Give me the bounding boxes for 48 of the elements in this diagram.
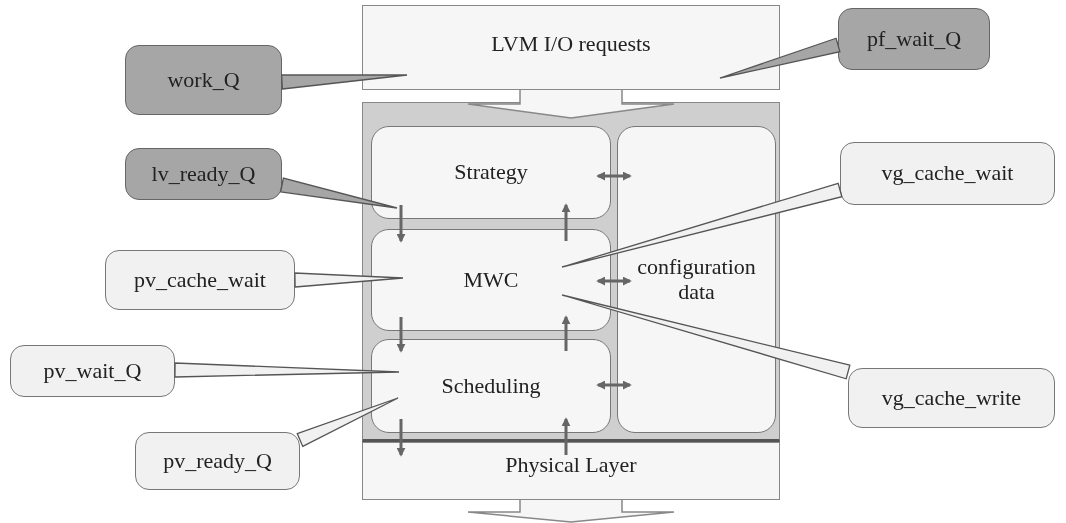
block-arrow <box>467 499 675 523</box>
node-label: Physical Layer <box>504 453 638 478</box>
arrow <box>596 171 632 181</box>
callout-pointer <box>561 182 843 268</box>
node-label: MWC <box>462 267 520 293</box>
callout-box <box>135 432 300 490</box>
node-label: work_Q <box>166 67 241 93</box>
arrow <box>596 276 632 286</box>
node-label: lv_ready_Q <box>150 161 257 187</box>
block-arrow <box>467 89 675 119</box>
node-label: pf_wait_Q <box>865 26 963 52</box>
arrow <box>396 419 406 457</box>
node-label: vg_cache_write <box>880 385 1023 411</box>
callout-pointer <box>294 272 404 288</box>
node-label: Scheduling <box>440 373 542 399</box>
process-box <box>371 339 611 433</box>
queue-callout <box>838 8 990 70</box>
callout-pointer <box>279 177 398 209</box>
arrow <box>596 380 632 390</box>
node-label: pv_cache_wait <box>133 267 267 293</box>
arrow <box>396 205 406 243</box>
node-label: pv_ready_Q <box>162 448 273 474</box>
module-frame <box>362 102 780 442</box>
arrow <box>561 315 571 351</box>
callout-box <box>840 142 1055 205</box>
node-label: Strategy <box>453 160 529 185</box>
callout-pointer <box>280 74 408 90</box>
process-box <box>371 229 611 331</box>
layer-box <box>362 5 780 90</box>
node-label: configuration data <box>636 255 757 304</box>
callout-pointer <box>561 294 851 380</box>
node-label: pv_wait_Q <box>42 358 143 384</box>
callout-pointer <box>719 37 841 79</box>
process-box <box>371 126 611 219</box>
node-label: vg_cache_wait <box>880 161 1015 186</box>
arrow <box>561 417 571 455</box>
callout-box <box>10 345 175 397</box>
callout-box <box>105 250 295 310</box>
node-label: LVM I/O requests <box>490 32 652 57</box>
queue-callout <box>125 148 282 200</box>
callout-pointer <box>296 397 399 448</box>
callout-pointer <box>174 362 400 378</box>
callout-box <box>848 368 1055 428</box>
arrow <box>561 203 571 241</box>
process-box <box>617 126 776 433</box>
queue-callout <box>125 45 282 115</box>
layer-box <box>362 442 780 500</box>
arrow <box>396 317 406 353</box>
